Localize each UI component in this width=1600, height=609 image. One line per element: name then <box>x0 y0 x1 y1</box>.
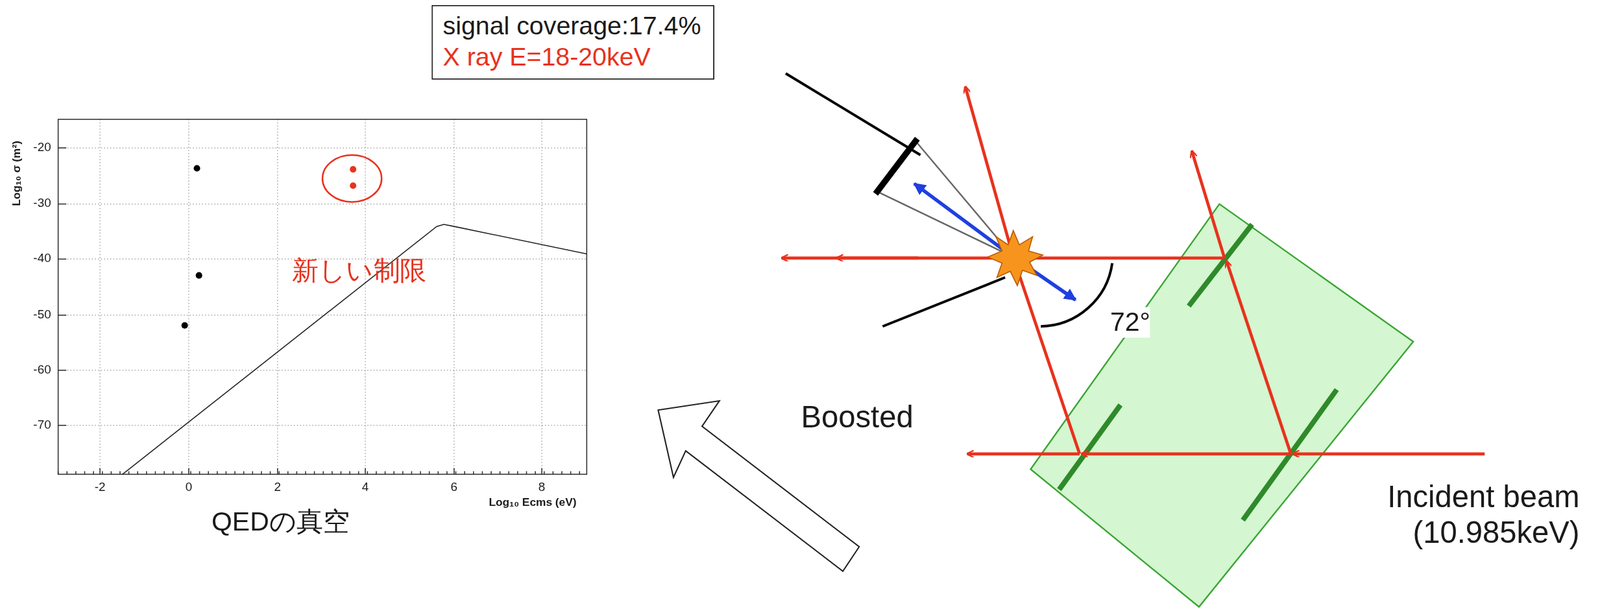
callout-text: X ray E=18-20keV <box>443 40 704 72</box>
collision-burst <box>987 230 1043 286</box>
angle-arc <box>1040 263 1113 328</box>
qed-curve <box>122 224 588 475</box>
annotation: 72° <box>1110 306 1151 338</box>
tick-label: -60 <box>33 363 51 378</box>
tick-label: 2 <box>274 480 282 496</box>
mirrors <box>1058 224 1337 521</box>
annotation: Boosted <box>800 399 913 435</box>
tick-label: -40 <box>33 252 51 267</box>
tick-label: 8 <box>538 480 546 496</box>
plot-frame <box>58 119 588 475</box>
tick-label: 0 <box>185 480 193 496</box>
axis-title: Log₁₀ Ecms (eV) <box>488 495 577 509</box>
tick-label: -20 <box>33 140 51 156</box>
axis-title: Log₁₀ σ (m²) <box>9 140 23 207</box>
photon-arrow <box>914 183 1014 257</box>
leader-line <box>785 73 921 156</box>
annotation: 新しい制限 <box>291 256 427 287</box>
tick-label: -50 <box>33 308 51 323</box>
tick-label: 6 <box>450 480 459 496</box>
annotation: QEDの真空 <box>211 507 350 538</box>
data-points <box>181 164 357 329</box>
tick-label: -30 <box>33 197 51 212</box>
tick-label: -70 <box>33 418 51 433</box>
beams <box>781 86 1486 455</box>
callout-box: signal coverage:17.4%X ray E=18-20keV <box>431 5 715 80</box>
crystal-block <box>1030 204 1414 608</box>
tick-label: 4 <box>362 480 370 496</box>
highlight-ellipse <box>322 155 382 202</box>
tick-label: -2 <box>94 480 106 496</box>
plot-grid <box>58 119 588 475</box>
leader-line <box>882 277 1006 327</box>
detector <box>875 138 1013 257</box>
annotation: Incident beam (10.985keV) <box>1339 480 1580 551</box>
callout-text: signal coverage:17.4% <box>443 10 704 41</box>
